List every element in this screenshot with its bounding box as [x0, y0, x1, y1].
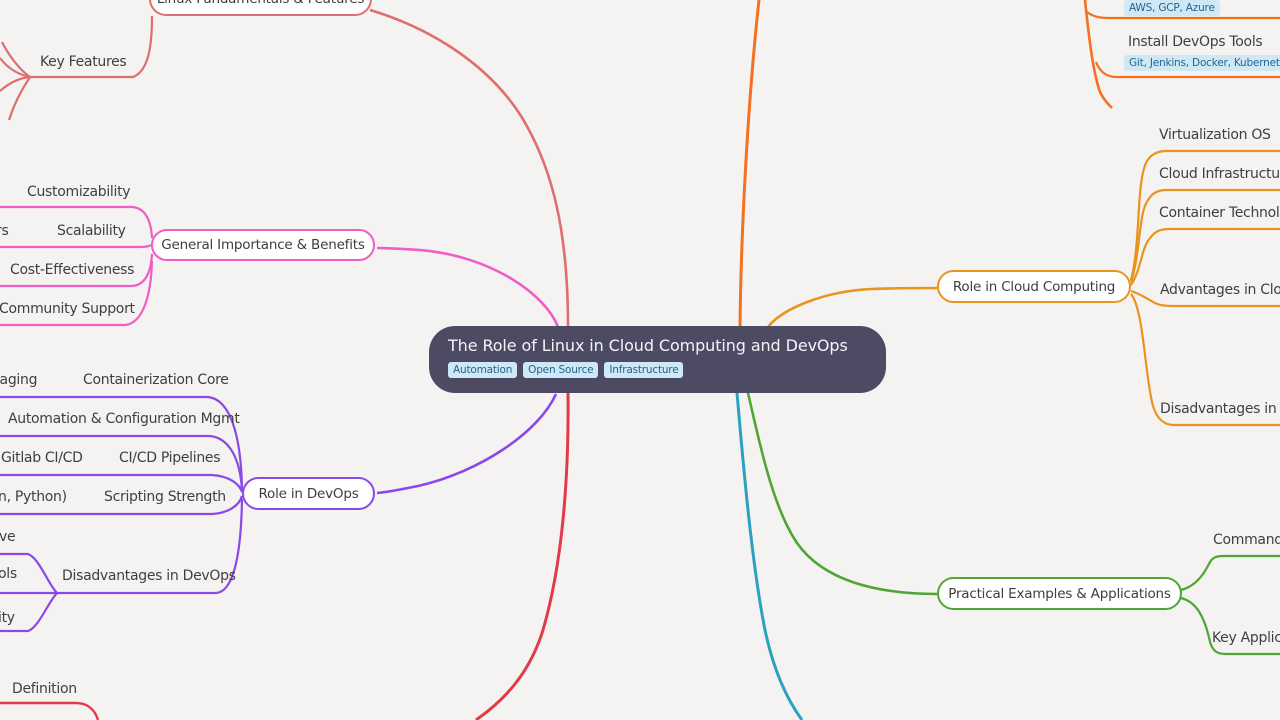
node-general-importance[interactable]: General Importance & Benefits — [151, 229, 375, 261]
label-automation-config[interactable]: Automation & Configuration Mgmt — [8, 411, 240, 427]
edge-root-to-fundamentals — [369, 8, 570, 328]
label-definition[interactable]: Definition — [12, 681, 77, 697]
root-node[interactable]: The Role of Linux in Cloud Computing and… — [429, 326, 886, 393]
underline-command-line — [1180, 554, 1280, 592]
label-cloud-infrastructure[interactable]: Cloud Infrastructure — [1159, 166, 1280, 182]
edge-root-down-teal — [735, 392, 804, 720]
label-cicd-fragment[interactable]: Gitlab CI/CD — [1, 450, 83, 466]
root-tag-open-source: Open Source — [523, 362, 599, 378]
tag-aws-gcp-azure: AWS, GCP, Azure — [1124, 0, 1220, 16]
edge-root-down-red — [475, 392, 570, 720]
label-scripting-strength[interactable]: Scripting Strength — [104, 489, 226, 505]
edge-keyfeatures-child-2 — [0, 57, 31, 79]
edge-root-to-examples — [746, 392, 938, 596]
node-practical-examples[interactable]: Practical Examples & Applications — [937, 577, 1182, 610]
label-install-devops-tools[interactable]: Install DevOps Tools — [1128, 34, 1263, 50]
tag-git-jenkins-docker-kubernetes: Git, Jenkins, Docker, Kubernetes — [1124, 55, 1280, 71]
label-customizability[interactable]: Customizability — [27, 184, 131, 200]
underline-cloud-infrastructure — [1129, 188, 1280, 283]
label-scalability[interactable]: Scalability — [57, 223, 126, 239]
root-title: The Role of Linux in Cloud Computing and… — [448, 336, 848, 355]
label-virtualization-os[interactable]: Virtualization OS — [1159, 127, 1271, 143]
label-key-features[interactable]: Key Features — [40, 54, 127, 70]
label-devops-disadv-fragment-2[interactable]: ols — [0, 566, 17, 582]
underline-container-technology — [1130, 227, 1280, 286]
edge-root-up-orange — [738, 0, 761, 328]
label-container-technology[interactable]: Container Technolog — [1159, 205, 1280, 221]
root-tag-infrastructure: Infrastructure — [604, 362, 684, 378]
label-devops-disadv-fragment-1[interactable]: ve — [0, 529, 16, 545]
node-linux-fundamentals[interactable]: Linux Fundamentals & Features — [149, 0, 372, 16]
label-scripting-fragment[interactable]: n, Python) — [0, 489, 67, 505]
edge-install-trunk — [1083, 0, 1113, 109]
edge-root-to-devops — [376, 393, 558, 495]
edge-fundamentals-to-keyfeatures — [132, 15, 154, 79]
edge-keyfeatures-child-1 — [1, 41, 31, 78]
node-role-in-devops[interactable]: Role in DevOps — [242, 477, 375, 510]
root-tag-automation: Automation — [448, 362, 518, 378]
label-command-line[interactable]: Command L — [1213, 532, 1280, 548]
label-advantages-cloud[interactable]: Advantages in Cloud — [1160, 282, 1280, 298]
edge-keyfeatures-child-4 — [7, 76, 31, 121]
underline-scalability — [0, 244, 152, 249]
node-role-in-cloud[interactable]: Role in Cloud Computing — [937, 270, 1131, 303]
label-cost-effectiveness[interactable]: Cost-Effectiveness — [10, 262, 135, 278]
label-devops-disadv-fragment-3[interactable]: ity — [0, 610, 15, 626]
label-containerization-fragment[interactable]: kaging — [0, 372, 38, 388]
label-disadvantages-cloud[interactable]: Disadvantages in Clo — [1160, 401, 1280, 417]
label-scalability-child-fragment[interactable]: rs — [0, 223, 9, 239]
label-cicd-pipelines[interactable]: CI/CD Pipelines — [119, 450, 221, 466]
label-community-support[interactable]: Community Support — [0, 301, 135, 317]
edge-root-to-importance — [376, 246, 560, 328]
label-disadvantages-devops[interactable]: Disadvantages in DevOps — [62, 568, 236, 584]
edge-root-to-cloud — [766, 286, 938, 328]
underline-definition — [0, 701, 100, 720]
label-key-applications[interactable]: Key Applica — [1212, 630, 1280, 646]
label-containerization-core[interactable]: Containerization Core — [83, 372, 229, 388]
edge-keyfeatures-child-3 — [0, 75, 31, 92]
root-tags: Automation Open Source Infrastructure — [448, 362, 886, 378]
